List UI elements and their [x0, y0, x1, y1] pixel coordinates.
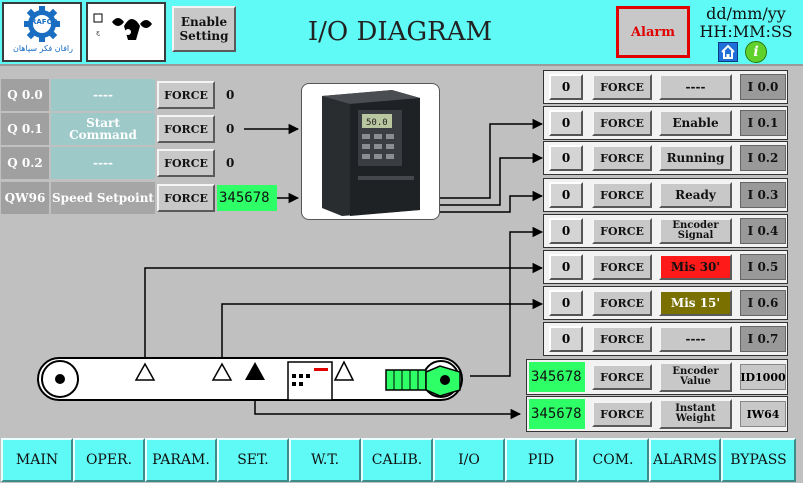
analog-desc: Encoder Value: [659, 362, 732, 392]
analog-desc: Instant Weight: [659, 399, 732, 429]
company-logo-graphic: ج: [93, 13, 152, 40]
nav-button-bypass[interactable]: BYPASS: [721, 438, 796, 482]
output-value: 0: [226, 88, 235, 102]
nav-button-main[interactable]: MAIN: [1, 438, 73, 482]
input-value: 0: [549, 218, 583, 244]
analog-force-button[interactable]: FORCE: [592, 401, 652, 427]
load-cell-box: [287, 361, 333, 401]
frequency-drive-graphic: 50.0: [322, 90, 420, 216]
enable-wire: [440, 118, 544, 199]
nav-button-wt[interactable]: W.T.: [289, 438, 361, 482]
input-value: 0: [549, 74, 583, 100]
output-address: Q 0.0: [1, 79, 49, 111]
sensor-mis15: [211, 362, 233, 381]
analog-value: 345678: [529, 362, 585, 392]
output-desc: ----: [51, 79, 155, 111]
nav-button-alarms[interactable]: ALARMS: [649, 438, 721, 482]
output-value: 0: [226, 122, 235, 136]
analog-tag: ID1000: [740, 364, 786, 390]
input-force-button[interactable]: FORCE: [592, 145, 652, 171]
output-value: 0: [226, 156, 235, 170]
input-tag: I 0.7: [740, 326, 786, 352]
nav-button-param[interactable]: PARAM.: [145, 438, 217, 482]
input-value: 0: [549, 254, 583, 280]
date-display: dd/mm/yy: [706, 4, 786, 23]
output-desc: ----: [51, 147, 155, 179]
input-tag: I 0.4: [740, 218, 786, 244]
input-status-indicator: Mis 30': [659, 254, 732, 280]
input-value: 0: [549, 182, 583, 208]
analog-value: 345678: [529, 399, 585, 429]
input-force-button[interactable]: FORCE: [592, 254, 652, 280]
analog-force-button[interactable]: FORCE: [592, 364, 652, 390]
input-force-button[interactable]: FORCE: [592, 218, 652, 244]
output-force-button[interactable]: FORCE: [157, 184, 215, 212]
logo-brand-text: RAFCO: [31, 18, 58, 26]
encoder-motor: [385, 365, 461, 397]
nav-button-pid[interactable]: PID: [505, 438, 577, 482]
input-value: 0: [549, 110, 583, 136]
ready-wire: [440, 190, 544, 213]
input-tag: I 0.5: [740, 254, 786, 280]
nav-button-io[interactable]: I/O: [433, 438, 505, 482]
svg-text:ج: ج: [96, 29, 100, 36]
mis15-wire: [221, 298, 544, 362]
sensor-mis30: [134, 362, 156, 381]
output-force-button[interactable]: FORCE: [157, 81, 215, 109]
input-status-indicator: Mis 15': [659, 290, 732, 316]
input-force-button[interactable]: FORCE: [592, 290, 652, 316]
output-desc: Start Command: [51, 113, 155, 145]
output-force-button[interactable]: FORCE: [157, 149, 215, 177]
input-force-button[interactable]: FORCE: [592, 74, 652, 100]
output-desc: Speed Setpoint: [51, 182, 155, 214]
rafco-logo: RAFCO رافان فکر سپاهان: [2, 2, 82, 62]
info-icon[interactable]: i: [745, 41, 767, 63]
drive-display-text: 50.0: [366, 118, 388, 128]
input-value: 0: [549, 326, 583, 352]
output-address: Q 0.2: [1, 147, 49, 179]
output-value: 345678: [217, 185, 277, 211]
output-address: Q 0.1: [1, 113, 49, 145]
enable-setting-button[interactable]: Enable Setting: [172, 6, 236, 52]
home-icon[interactable]: [718, 42, 738, 62]
running-wire: [440, 152, 544, 206]
input-value: 0: [549, 145, 583, 171]
nav-button-set[interactable]: SET.: [217, 438, 289, 482]
mis30-wire: [144, 262, 544, 362]
time-display: HH:MM:SS: [699, 22, 793, 41]
input-force-button[interactable]: FORCE: [592, 326, 652, 352]
analog-tag: IW64: [740, 401, 786, 427]
input-status-indicator: Running: [659, 145, 732, 171]
input-tag: I 0.6: [740, 290, 786, 316]
input-tag: I 0.0: [740, 74, 786, 100]
input-status-indicator: Encoder Signal: [659, 218, 732, 244]
company-logo: ج: [86, 2, 166, 62]
output-force-button[interactable]: FORCE: [157, 115, 215, 143]
drive-image-frame: 50.0: [301, 83, 440, 220]
nav-button-com[interactable]: COM.: [577, 438, 649, 482]
input-force-button[interactable]: FORCE: [592, 110, 652, 136]
sensor-right: [333, 360, 355, 381]
nav-button-oper[interactable]: OPER.: [73, 438, 145, 482]
alarm-label: Alarm: [630, 24, 676, 40]
alarm-button[interactable]: Alarm: [616, 6, 690, 58]
inputs-panel-border: [788, 70, 794, 356]
weight-sensor: [245, 362, 265, 380]
input-value: 0: [549, 290, 583, 316]
input-status-indicator: ----: [659, 74, 732, 100]
input-force-button[interactable]: FORCE: [592, 182, 652, 208]
nav-button-calib[interactable]: CALIB.: [361, 438, 433, 482]
input-tag: I 0.2: [740, 145, 786, 171]
input-tag: I 0.3: [740, 182, 786, 208]
logo-sub-text: رافان فکر سپاهان: [12, 44, 74, 53]
page-title: I/O DIAGRAM: [307, 17, 493, 47]
input-status-indicator: ----: [659, 326, 732, 352]
input-status-indicator: Ready: [659, 182, 732, 208]
output-address: QW96: [1, 182, 49, 214]
input-status-indicator: Enable: [659, 110, 732, 136]
input-tag: I 0.1: [740, 110, 786, 136]
